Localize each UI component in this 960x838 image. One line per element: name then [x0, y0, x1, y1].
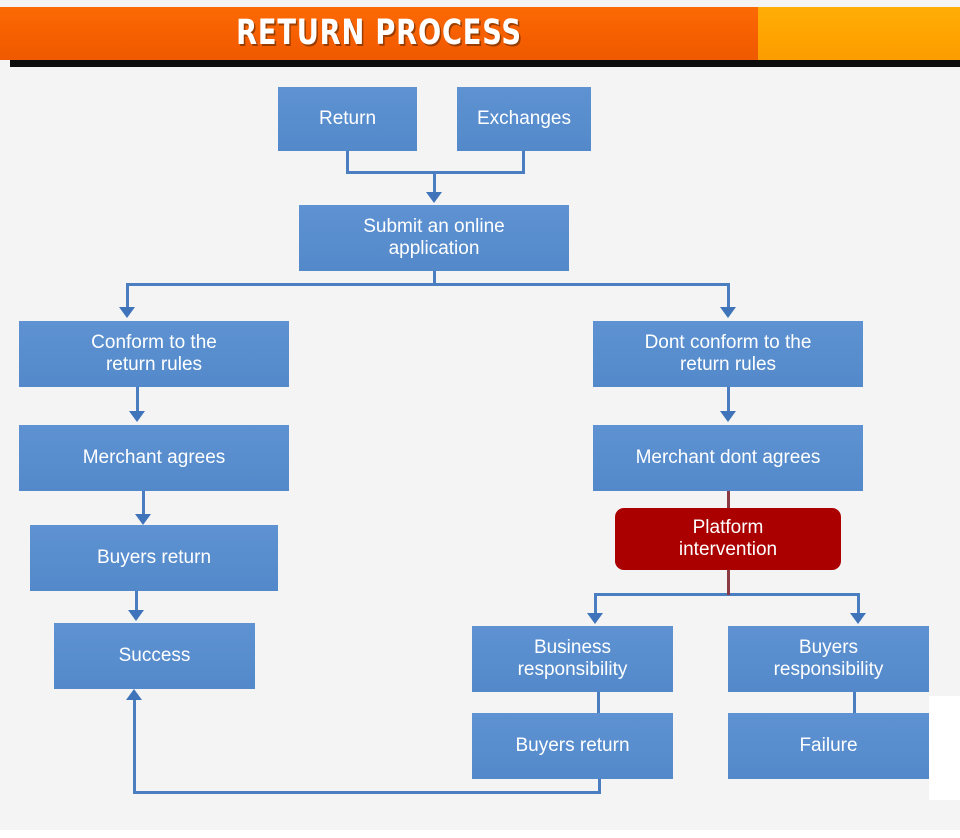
- connector-business-to-buyers-return: [597, 692, 600, 716]
- node-return[interactable]: Return: [278, 87, 417, 151]
- connector-split-left-down: [126, 283, 129, 309]
- node-merchant-agrees[interactable]: Merchant agrees: [19, 425, 289, 491]
- connector-feedback-up: [133, 700, 136, 792]
- white-bottom-mask: [0, 830, 960, 838]
- arrowhead-to-merchant-agrees: [129, 411, 145, 422]
- connector-conform-to-merchant: [136, 387, 139, 413]
- arrowhead-to-submit: [426, 192, 442, 203]
- connector-split-horizontal: [126, 283, 730, 286]
- banner-right-segment: [758, 7, 960, 60]
- arrowhead-to-conform: [119, 307, 135, 318]
- node-merchant-dont-agrees[interactable]: Merchant dont agrees: [593, 425, 863, 491]
- connector-split-right-down: [727, 283, 730, 309]
- connector-platform-split-right: [857, 593, 860, 615]
- arrowhead-to-business-responsibility: [587, 613, 603, 624]
- connector-merchant-to-buyers-return: [142, 490, 145, 516]
- connector-exchanges-stub: [522, 151, 525, 174]
- page-title: RETURN PROCESS: [236, 13, 522, 53]
- arrowhead-feedback-to-success: [126, 689, 142, 700]
- node-dont-conform-to-return-rules[interactable]: Dont conform to the return rules: [593, 321, 863, 387]
- arrowhead-to-success: [128, 610, 144, 621]
- node-buyers-responsibility[interactable]: Buyers responsibility: [728, 626, 929, 692]
- connector-to-submit: [433, 171, 436, 195]
- node-failure[interactable]: Failure: [728, 713, 929, 779]
- connector-submit-down: [433, 270, 436, 286]
- white-corner-mask: [929, 696, 960, 800]
- node-platform-intervention[interactable]: Platform intervention: [615, 508, 841, 570]
- connector-buyers-return-to-success: [135, 590, 138, 612]
- connector-buyers-resp-to-failure: [853, 692, 856, 716]
- node-buyers-return-right[interactable]: Buyers return: [472, 713, 673, 779]
- connector-feedback-down: [598, 779, 601, 794]
- connector-return-stub: [346, 151, 349, 174]
- arrowhead-to-buyers-responsibility: [850, 613, 866, 624]
- arrowhead-to-buyers-return-left: [135, 514, 151, 525]
- header-banner: RETURN PROCESS: [0, 7, 960, 60]
- connector-feedback-horizontal: [133, 791, 601, 794]
- arrowhead-to-merchant-dont-agrees: [720, 411, 736, 422]
- banner-left-segment: [0, 7, 758, 60]
- node-business-responsibility[interactable]: Business responsibility: [472, 626, 673, 692]
- node-buyers-return-left[interactable]: Buyers return: [30, 525, 278, 591]
- node-success[interactable]: Success: [54, 623, 255, 689]
- connector-dont-conform-to-merchant-dont: [727, 387, 730, 413]
- connector-platform-split-left: [594, 593, 597, 615]
- node-conform-to-return-rules[interactable]: Conform to the return rules: [19, 321, 289, 387]
- arrowhead-to-dont-conform: [720, 307, 736, 318]
- node-exchanges[interactable]: Exchanges: [457, 87, 591, 151]
- node-submit-application[interactable]: Submit an online application: [299, 205, 569, 271]
